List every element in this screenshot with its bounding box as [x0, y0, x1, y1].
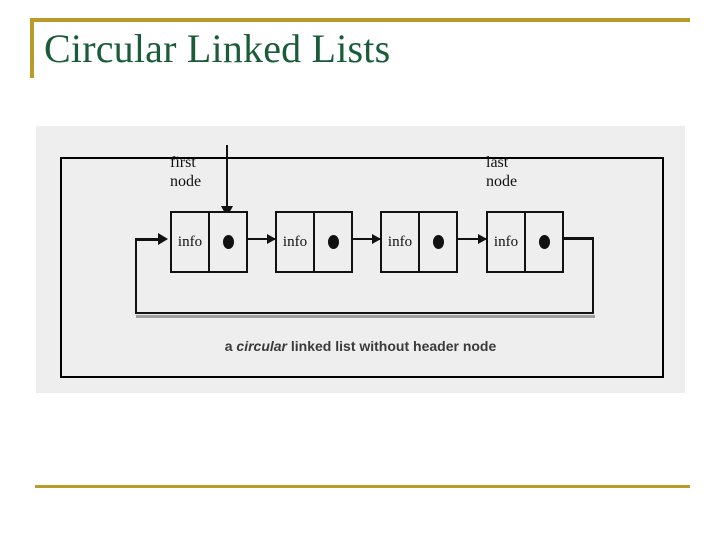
caption-emphasis: circular — [236, 338, 288, 354]
pointer-dot-icon — [327, 235, 339, 249]
link-arrow-1-to-2 — [248, 234, 276, 244]
node-info-cell: info — [172, 213, 210, 271]
title-rule-vertical — [30, 18, 34, 78]
title-rule-horizontal — [30, 18, 690, 22]
list-node: info — [486, 211, 564, 273]
node-link-cell — [526, 213, 562, 271]
loopback-arrowhead-icon — [158, 233, 168, 245]
node-link-cell — [315, 213, 351, 271]
loopback-wire-right — [592, 237, 594, 314]
label-first-node: first node — [170, 154, 202, 190]
caption-suffix: linked list without header node — [287, 338, 497, 354]
caption-prefix: a — [224, 338, 237, 354]
first-node-pointer-arrow — [221, 145, 233, 217]
pointer-dot-icon — [538, 235, 550, 249]
loopback-wire-left — [135, 238, 137, 314]
figure-panel: first node last node info info info info — [36, 126, 685, 393]
loopback-wire-shadow — [136, 315, 595, 318]
node-info-cell: info — [277, 213, 315, 271]
loopback-wire-bottom — [135, 312, 594, 314]
footer-rule — [35, 485, 690, 488]
loopback-wire-entry — [135, 238, 160, 241]
loopback-wire-top — [564, 237, 594, 240]
node-link-cell — [210, 213, 246, 271]
list-node: info — [275, 211, 353, 273]
link-arrow-2-to-3 — [353, 234, 381, 244]
node-info-cell: info — [488, 213, 526, 271]
pointer-dot-icon — [432, 235, 444, 249]
page-title: Circular Linked Lists — [44, 26, 391, 71]
figure-caption: a circular linked list without header no… — [36, 338, 685, 354]
pointer-dot-icon — [222, 235, 234, 249]
figure-frame — [60, 157, 664, 378]
label-last-node: last node — [486, 154, 518, 190]
list-node: info — [170, 211, 248, 273]
node-info-cell: info — [382, 213, 420, 271]
list-node: info — [380, 211, 458, 273]
link-arrow-3-to-4 — [458, 234, 487, 244]
node-link-cell — [420, 213, 456, 271]
